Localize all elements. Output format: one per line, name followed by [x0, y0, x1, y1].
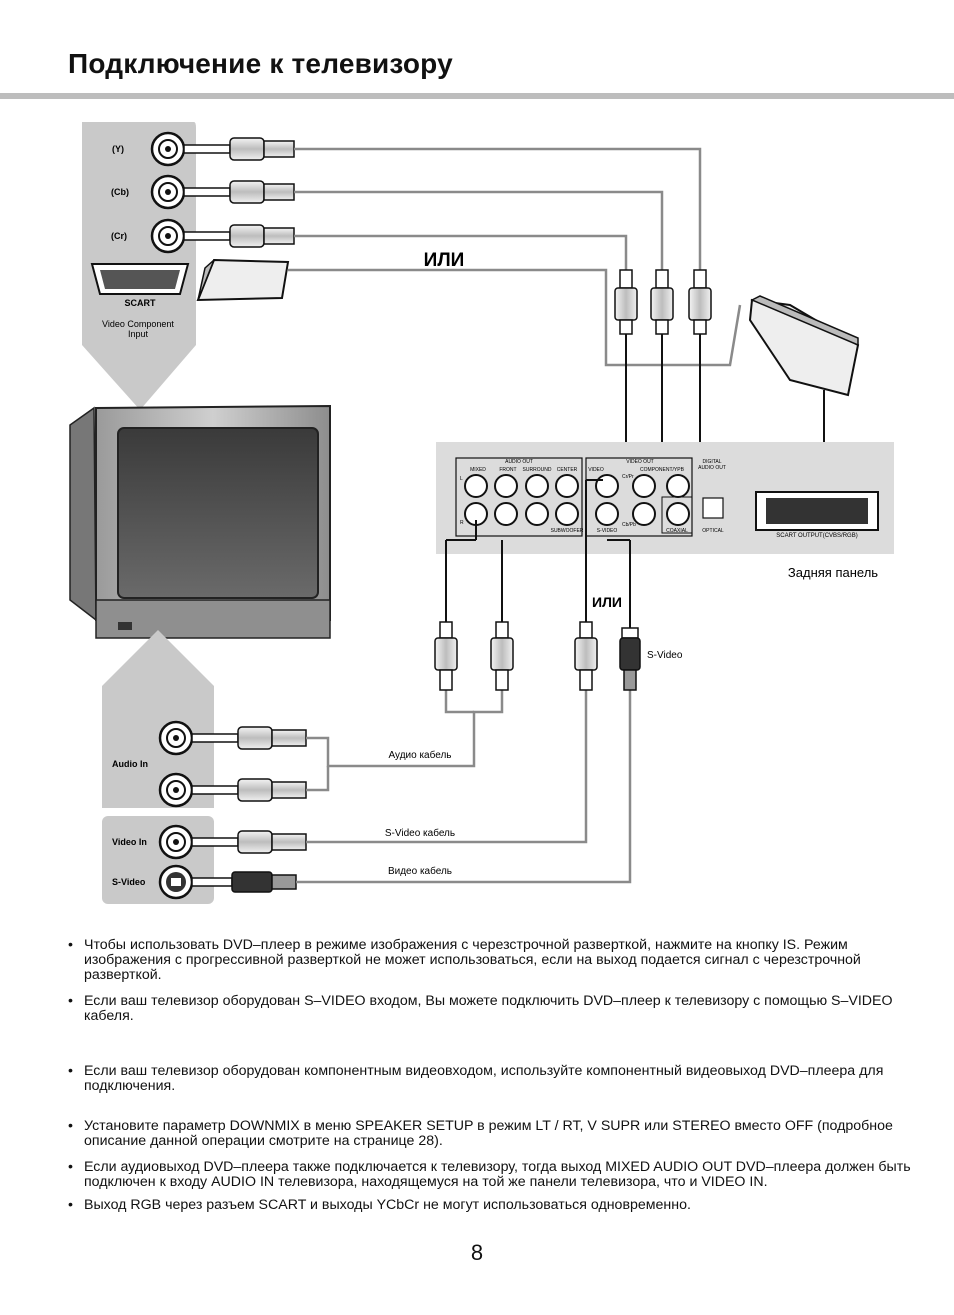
note-item: Установите параметр DOWNMIX в меню SPEAK…	[68, 1119, 938, 1149]
label-crpr: Cr/Pr	[622, 474, 634, 480]
label-component-2: Input	[128, 329, 149, 339]
jack-video-in	[158, 824, 194, 860]
scart-socket-tv	[90, 263, 190, 295]
label-audio-out: AUDIO OUT	[505, 459, 533, 465]
jack-y	[150, 131, 186, 167]
label-digital-audio-out: AUDIO OUT	[698, 465, 726, 471]
title-rule	[0, 93, 954, 99]
label-subwoofer: SUBWOOFER	[551, 528, 584, 534]
label-center: CENTER	[557, 467, 578, 473]
page-title: Подключение к телевизору	[68, 48, 453, 79]
rear-panel-caption: Задняя панель	[788, 565, 878, 580]
dvd-rear-panel: AUDIO OUT MIXED FRONT SURROUND CENTER SU…	[436, 442, 894, 554]
plug-cr	[183, 224, 295, 248]
television	[69, 404, 331, 639]
label-cr: (Cr)	[111, 231, 127, 241]
notes-list: Чтобы использовать DVD–плеер в режиме из…	[68, 938, 938, 1214]
label-video-out: VIDEO OUT	[626, 459, 654, 465]
label-digital: DIGITAL	[702, 459, 721, 465]
label-audio-in: Audio In	[112, 759, 148, 769]
label-mixed: MIXED	[470, 467, 486, 473]
jack-audio-r	[158, 772, 194, 808]
note-item: Выход RGB через разъем SCART и выходы YC…	[68, 1198, 938, 1214]
label-optical: OPTICAL	[702, 528, 724, 534]
label-cb: (Cb)	[111, 187, 129, 197]
component-cables	[288, 147, 742, 367]
label-s-video-rear: S-VIDEO	[597, 528, 618, 534]
s-video-plug-label: S-Video	[647, 650, 683, 661]
note-item: Если ваш телевизор оборудован S–VIDEO вх…	[68, 994, 938, 1024]
audio-cable-label: Аудио кабель	[388, 749, 451, 761]
label-s-video-in: S-Video	[112, 877, 146, 887]
av-plugs-player-side	[434, 621, 641, 691]
label-y: (Y)	[112, 144, 124, 154]
plug-y	[183, 137, 295, 161]
av-cables-to-player	[445, 479, 631, 628]
scart-plug-tv	[196, 258, 290, 302]
or-label-bottom: ИЛИ	[592, 594, 622, 610]
label-scart-output: SCART OUTPUT(CVBS/RGB)	[776, 533, 857, 539]
label-video: VIDEO	[588, 467, 604, 473]
label-video-in: Video In	[112, 837, 147, 847]
note-item: Чтобы использовать DVD–плеер в режиме из…	[68, 938, 938, 983]
video-cable-label: Видео кабель	[388, 865, 452, 877]
label-component-1: Video Component	[102, 319, 174, 329]
label-l: L	[460, 476, 463, 482]
jack-cb	[150, 174, 186, 210]
page-number: 8	[470, 1240, 484, 1265]
label-coaxial: COAXIAL	[666, 528, 688, 534]
jack-cr	[150, 218, 186, 254]
note-item: Если аудиовыход DVD–плеера также подключ…	[68, 1160, 938, 1190]
av-cables	[296, 690, 632, 884]
component-plugs-tv-side	[183, 137, 295, 248]
component-plugs-player-side	[614, 269, 712, 335]
label-scart: SCART	[125, 298, 157, 308]
tv-av-panel: Audio In Video In S-Video	[102, 630, 214, 904]
label-component: COMPONENT/YPB	[640, 467, 685, 473]
connection-diagram: (Y) (Cb) (Cr) SCART Video Component Inpu…	[69, 122, 894, 904]
tv-component-panel: (Y) (Cb) (Cr) SCART Video Component Inpu…	[82, 122, 196, 410]
plug-cb	[183, 180, 295, 204]
label-cbpb: Cb/Pb	[622, 522, 636, 528]
label-surround: SURROUND	[523, 467, 552, 473]
scart-plug-player	[748, 295, 860, 495]
note-item: Если ваш телевизор оборудован компонентн…	[68, 1064, 938, 1094]
or-label-top: ИЛИ	[424, 250, 465, 271]
label-front: FRONT	[499, 467, 516, 473]
jack-s-video-in	[158, 864, 194, 900]
jack-audio-l	[158, 720, 194, 756]
s-video-cable-label: S-Video кабель	[385, 827, 455, 839]
label-r: R	[460, 520, 464, 526]
